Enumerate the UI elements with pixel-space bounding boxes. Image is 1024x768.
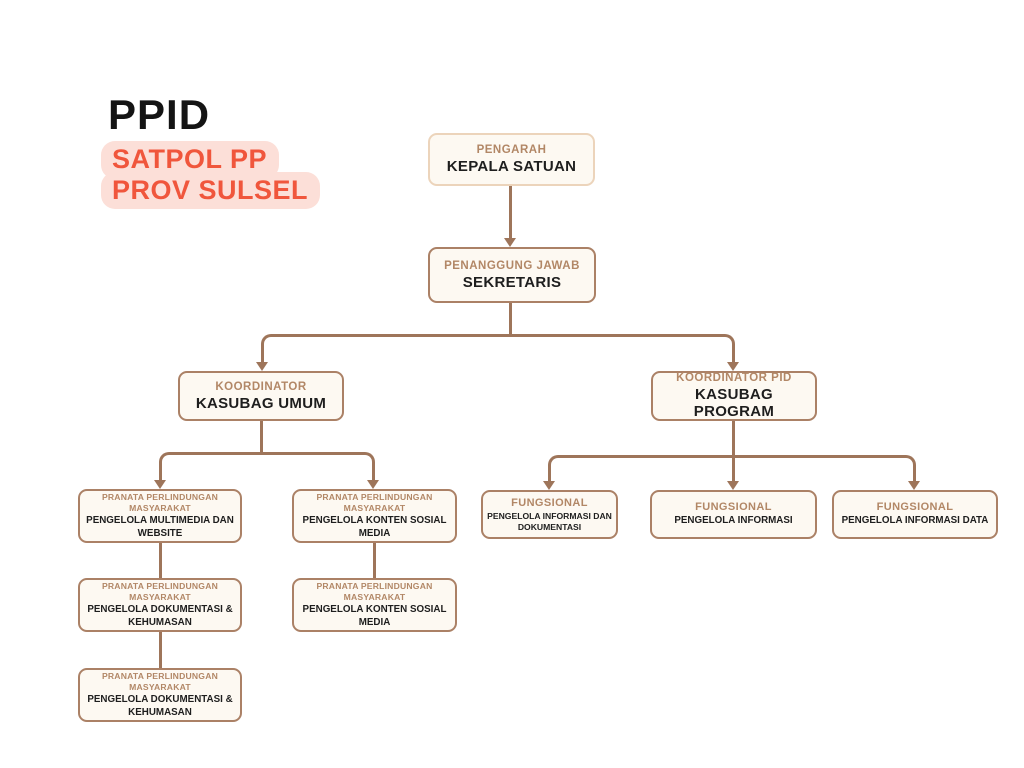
node-penanggung-jawab: PENANGGUNG JAWAB SEKRETARIS	[428, 247, 596, 303]
arrowhead-koordinator	[256, 362, 268, 371]
connector-row2a-row3a	[159, 632, 162, 668]
node-pranata-konten-sosial-media-2: PRANATA PERLINDUNGAN MASYARAKAT PENGELOL…	[292, 578, 457, 632]
node-role: KOORDINATOR PID	[676, 372, 792, 384]
node-koordinator-pid: KOORDINATOR PID KASUBAG PROGRAM	[651, 371, 817, 421]
node-role: FUNGSIONAL	[511, 496, 588, 509]
node-role: PRANATA PERLINDUNGAN MASYARAKAT	[101, 580, 219, 602]
node-role: PRANATA PERLINDUNGAN MASYARAKAT	[316, 491, 433, 513]
node-name: PENGELOLA INFORMASI DAN DOKUMENTASI	[487, 510, 612, 532]
arrowhead-koordinator-pid	[727, 362, 739, 371]
arrowhead-fungsional-1	[543, 481, 555, 490]
node-role: KOORDINATOR	[215, 380, 307, 393]
node-pengarah: PENGARAH KEPALA SATUAN	[428, 133, 595, 186]
node-koordinator: KOORDINATOR KASUBAG UMUM	[178, 371, 344, 421]
node-name: KEPALA SATUAN	[446, 158, 577, 175]
node-name: PENGELOLA KONTEN SOSIAL MEDIA	[302, 515, 447, 539]
arrowhead-fungsional-3	[908, 481, 920, 490]
node-name: PENGELOLA INFORMASI	[674, 515, 793, 527]
node-fungsional-informasi: FUNGSIONAL PENGELOLA INFORMASI	[650, 490, 817, 539]
arrowhead-fungsional-2	[727, 481, 739, 490]
node-name: PENGELOLA DOKUMENTASI & KEHUMASAN	[87, 604, 233, 628]
connector-fungsional-mid-stem	[732, 455, 735, 481]
node-name: PENGELOLA KONTEN SOSIAL MEDIA	[302, 604, 447, 628]
node-pranata-konten-sosial-media-1: PRANATA PERLINDUNGAN MASYARAKAT PENGELOL…	[292, 489, 457, 543]
node-role: PRANATA PERLINDUNGAN MASYARAKAT	[101, 491, 219, 513]
node-name: PENGELOLA MULTIMEDIA DAN WEBSITE	[86, 515, 234, 539]
arrowhead-pranata-multimedia	[154, 480, 166, 489]
node-name: KASUBAG PROGRAM	[693, 386, 775, 420]
connector-pengarah-stem	[509, 186, 512, 239]
node-pranata-dokumentasi-kehumasan-1: PRANATA PERLINDUNGAN MASYARAKAT PENGELOL…	[78, 578, 242, 632]
connector-koordinator-pid-stem	[732, 421, 735, 455]
connector-row1a-row2a	[159, 543, 162, 578]
node-name: KASUBAG UMUM	[195, 394, 327, 412]
node-role: FUNGSIONAL	[876, 501, 954, 514]
connector-row1b-row2b	[373, 543, 376, 578]
connector-pranata-split	[159, 452, 375, 480]
page-title: PPID	[108, 91, 211, 138]
node-name: PENGELOLA INFORMASI DATA	[841, 515, 989, 527]
page-subtitle: SATPOL PP PROV SULSEL	[101, 141, 321, 210]
node-role: FUNGSIONAL	[695, 501, 772, 514]
arrowhead-penanggung-jawab	[504, 238, 516, 247]
node-role: PRANATA PERLINDUNGAN MASYARAKAT	[101, 670, 219, 692]
node-pranata-dokumentasi-kehumasan-2: PRANATA PERLINDUNGAN MASYARAKAT PENGELOL…	[78, 668, 242, 722]
node-name: SEKRETARIS	[462, 273, 562, 291]
subtitle-line-1: SATPOL PP	[101, 141, 280, 179]
arrowhead-pranata-konten-1	[367, 480, 379, 489]
node-role: PENANGGUNG JAWAB	[444, 259, 580, 272]
subtitle-line-2: PROV SULSEL	[101, 171, 321, 210]
node-fungsional-informasi-dokumentasi: FUNGSIONAL PENGELOLA INFORMASI DAN DOKUM…	[481, 490, 618, 539]
node-fungsional-informasi-data: FUNGSIONAL PENGELOLA INFORMASI DATA	[832, 490, 998, 539]
connector-sekretaris-stem	[509, 303, 512, 335]
connector-koordinator-split	[261, 334, 735, 364]
connector-koordinator-stem	[260, 421, 263, 452]
node-pranata-multimedia-website: PRANATA PERLINDUNGAN MASYARAKAT PENGELOL…	[78, 489, 242, 543]
node-name: PENGELOLA DOKUMENTASI & KEHUMASAN	[87, 694, 233, 718]
node-role: PENGARAH	[476, 144, 547, 156]
node-role: PRANATA PERLINDUNGAN MASYARAKAT	[316, 580, 433, 602]
